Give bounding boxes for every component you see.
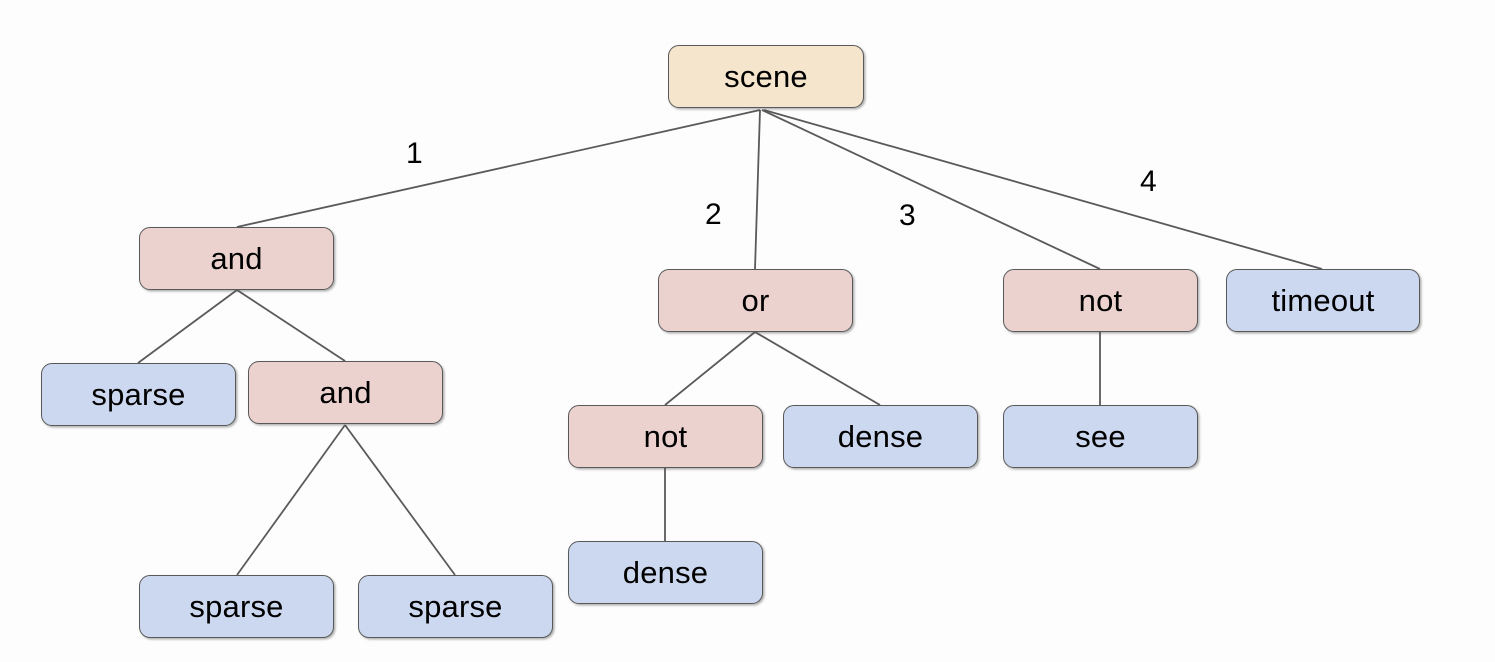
tree-node-or1[interactable]: or: [658, 269, 853, 332]
tree-edge-scene-to-timeout1: [763, 109, 1323, 270]
tree-node-label: sparse: [91, 377, 186, 412]
tree-node-and2[interactable]: and: [248, 361, 443, 424]
tree-node-label: and: [210, 241, 263, 276]
tree-node-scene[interactable]: scene: [668, 45, 864, 108]
tree-edge-scene-to-or1: [754, 109, 761, 270]
tree-node-dense2[interactable]: dense: [568, 541, 763, 604]
tree-node-sparse3[interactable]: sparse: [358, 575, 553, 638]
tree-node-label: not: [1078, 283, 1123, 318]
tree-edge-and1-to-sparse1: [137, 289, 238, 364]
edge-label-1: 1: [406, 137, 423, 170]
tree-edge-or1-to-dense1: [754, 331, 881, 406]
tree-node-label: scene: [724, 59, 808, 94]
tree-node-label: timeout: [1271, 283, 1375, 318]
tree-node-label: or: [741, 283, 770, 318]
tree-node-sparse1[interactable]: sparse: [41, 363, 236, 426]
tree-edge-or1-to-not2: [664, 331, 756, 406]
tree-node-not1[interactable]: not: [1003, 269, 1198, 332]
tree-edge-scene-to-not1: [761, 109, 1101, 270]
tree-edge-and1-to-and2: [236, 289, 346, 362]
tree-node-see1[interactable]: see: [1003, 405, 1198, 468]
tree-node-label: dense: [622, 555, 709, 590]
tree-edge-scene-to-and1: [236, 109, 761, 228]
tree-node-sparse2[interactable]: sparse: [139, 575, 334, 638]
edge-label-2: 2: [705, 198, 722, 231]
tree-node-label: not: [643, 419, 688, 454]
tree-node-timeout1[interactable]: timeout: [1226, 269, 1420, 332]
tree-node-label: and: [319, 375, 372, 410]
tree-node-label: sparse: [189, 589, 284, 624]
tree-node-dense1[interactable]: dense: [783, 405, 978, 468]
tree-node-label: dense: [837, 419, 924, 454]
tree-node-label: sparse: [408, 589, 503, 624]
tree-node-and1[interactable]: and: [139, 227, 334, 290]
tree-node-not2[interactable]: not: [568, 405, 763, 468]
tree-edge-and2-to-sparse3: [344, 424, 456, 576]
edge-label-3: 3: [899, 199, 916, 232]
tree-edge-and2-to-sparse2: [236, 424, 346, 576]
edge-label-4: 4: [1140, 165, 1157, 198]
tree-node-label: see: [1075, 419, 1126, 454]
